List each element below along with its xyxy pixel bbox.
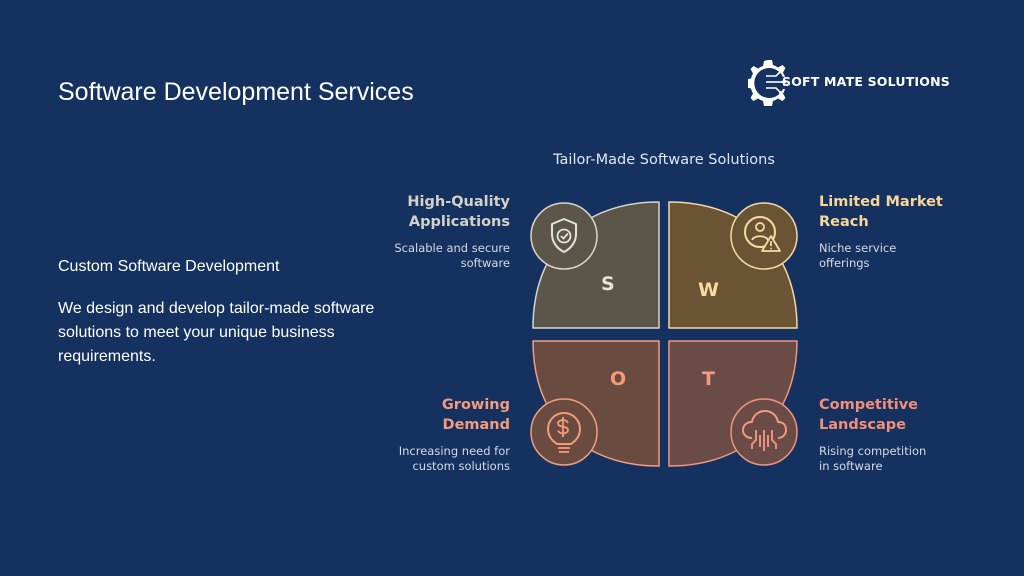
quadrant-o-desc-line1: Increasing need for xyxy=(398,444,510,458)
page-title: Software Development Services xyxy=(58,78,414,106)
company-logo: SOFT MATE SOLUTIONS xyxy=(748,56,978,108)
quadrant-s-label: High-Quality Applications xyxy=(360,192,510,232)
quadrant-s-desc-line1: Scalable and secure xyxy=(394,241,510,255)
quadrant-o-label-line2: Demand xyxy=(442,417,510,433)
cloud-circuit-icon xyxy=(730,398,798,466)
quadrant-o-description: Increasing need for custom solutions xyxy=(360,444,510,474)
section-heading: Custom Software Development xyxy=(58,258,280,275)
user-warning-icon xyxy=(730,202,798,270)
quadrant-t-letter: T xyxy=(702,368,715,390)
quadrant-w-desc-line1: Niche service xyxy=(819,241,897,255)
quadrant-w-label: Limited Market Reach xyxy=(819,192,979,232)
lightbulb-dollar-icon xyxy=(530,398,598,466)
quadrant-s-label-line2: Applications xyxy=(408,214,510,230)
quadrant-s-description: Scalable and secure software xyxy=(360,241,510,271)
shield-check-icon xyxy=(530,202,598,270)
quadrant-s-desc-line2: software xyxy=(460,256,510,270)
quadrant-o-label: Growing Demand xyxy=(360,395,510,435)
section-body: We design and develop tailor-made softwa… xyxy=(58,300,375,365)
diagram-title: Tailor-Made Software Solutions xyxy=(553,152,775,168)
gear-circuit-icon xyxy=(748,60,786,106)
quadrant-t-description: Rising competition in software xyxy=(819,444,979,474)
quadrant-o-desc-line2: custom solutions xyxy=(412,459,510,473)
quadrant-w-label-line1: Limited Market xyxy=(819,194,943,210)
quadrant-t-desc-line2: in software xyxy=(819,459,883,473)
quadrant-w-label-line2: Reach xyxy=(819,214,869,230)
quadrant-w-description: Niche service offerings xyxy=(819,241,979,271)
quadrant-t-label-line1: Competitive xyxy=(819,397,919,413)
logo-text: SOFT MATE SOLUTIONS xyxy=(782,74,950,89)
quadrant-t-label: Competitive Landscape xyxy=(819,395,979,435)
quadrant-t-desc-line1: Rising competition xyxy=(819,444,927,458)
quadrant-w-letter: W xyxy=(698,279,719,301)
quadrant-s-letter: S xyxy=(601,273,615,295)
quadrant-o-letter: O xyxy=(610,368,627,390)
quadrant-t-label-line2: Landscape xyxy=(819,417,906,433)
quadrant-s-label-line1: High-Quality xyxy=(407,194,510,210)
quadrant-w-desc-line2: offerings xyxy=(819,256,870,270)
quadrant-o-label-line1: Growing xyxy=(441,397,510,413)
